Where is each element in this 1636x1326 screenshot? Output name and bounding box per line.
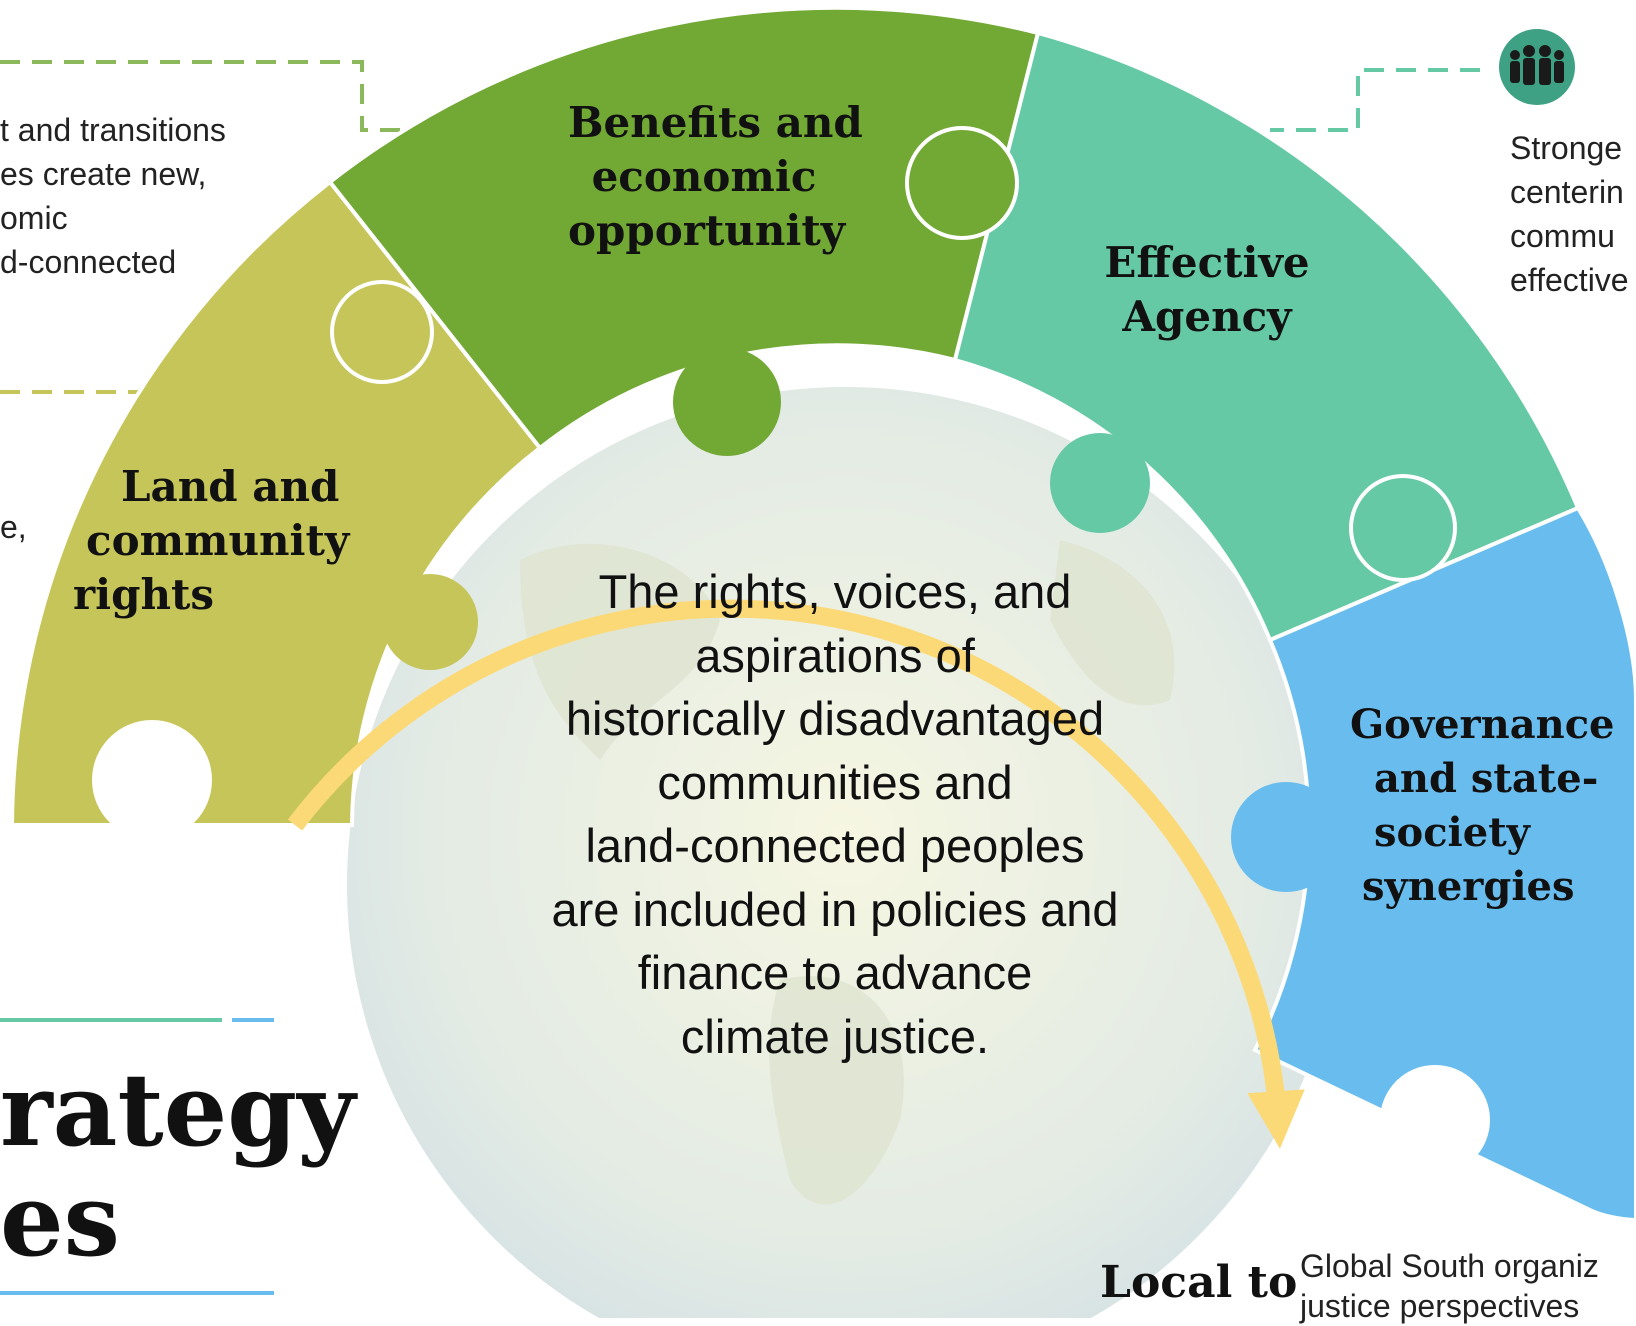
- segment-label-line: Agency: [1122, 292, 1292, 341]
- local-to-heading: Local to: [1100, 1257, 1298, 1308]
- bottom-right-description: Global South organiz justice perspective…: [1300, 1246, 1599, 1326]
- globe-continent: [1050, 540, 1175, 706]
- left-fragment: e,: [0, 509, 27, 545]
- strategy-title: rategy es: [0, 1055, 355, 1275]
- left-description: t and transitions es create new, omic d-…: [0, 108, 226, 284]
- segment-label-line: Benefits and: [568, 98, 863, 147]
- segment-label-line: synergies: [1362, 863, 1575, 910]
- center-statement-line: aspirations of: [695, 628, 975, 682]
- strategy-title-line: rategy: [0, 1051, 356, 1169]
- segment-label-line: opportunity: [568, 206, 846, 255]
- segment-label-line: Land and: [121, 462, 340, 511]
- puzzle-hole: [905, 126, 1019, 240]
- puzzle-hole: [330, 280, 434, 384]
- right-description-line: Stronge: [1510, 130, 1623, 166]
- puzzle-knob: [673, 348, 781, 456]
- segment-label-agency: Effective Agency: [1100, 236, 1314, 344]
- right-description: Stronge centerin commu effective: [1510, 126, 1629, 302]
- bottom-right-line: justice perspectives: [1300, 1288, 1580, 1324]
- right-description-line: commu: [1510, 218, 1615, 254]
- left-description-line: es create new,: [0, 156, 207, 192]
- puzzle-hole: [92, 720, 212, 840]
- puzzle-hole: [1380, 1065, 1490, 1175]
- center-statement-line: finance to advance: [637, 946, 1033, 999]
- right-description-line: effective: [1510, 262, 1629, 298]
- left-description-line: d-connected: [0, 244, 177, 280]
- segment-benefits: [327, 5, 1041, 451]
- left-description-line: omic: [0, 200, 68, 236]
- left-description-line: t and transitions: [0, 112, 226, 148]
- people-group-icon: [1499, 29, 1575, 105]
- puzzle-knob: [1050, 433, 1150, 533]
- puzzle-knob: [1231, 782, 1341, 892]
- segment-label-line: society: [1374, 809, 1530, 856]
- center-statement-line: climate justice.: [680, 1009, 990, 1063]
- puzzle-hole: [1349, 474, 1457, 582]
- globe-continent: [769, 976, 904, 1205]
- center-statement-line: communities and: [657, 755, 1013, 809]
- center-statement-line: historically disadvantaged: [565, 692, 1105, 745]
- segment-label-line: rights: [73, 570, 215, 619]
- puzzle-knob: [382, 574, 478, 670]
- center-statement-line: The rights, voices, and: [598, 565, 1072, 618]
- center-statement: The rights, voices, and aspirations of h…: [500, 560, 1170, 1068]
- strategy-title-line: es: [0, 1161, 120, 1279]
- segment-label-line: and state-: [1374, 755, 1599, 802]
- segment-label-governance: Governance and state- society synergies: [1350, 698, 1615, 914]
- segment-label-benefits: Benefits and economic opportunity: [568, 96, 863, 258]
- bottom-right-line: Global South organiz: [1300, 1248, 1599, 1284]
- globe-continent: [520, 543, 720, 760]
- segment-label-line: Governance: [1350, 701, 1615, 748]
- segment-label-line: Effective: [1104, 238, 1310, 287]
- center-statement-line: are included in policies and: [551, 882, 1119, 936]
- yellow-arc-arrow: [287, 599, 1305, 1149]
- segment-label-line: community: [86, 516, 350, 565]
- dashed-connector-top-left: [0, 60, 400, 132]
- center-statement-line: land-connected peoples: [585, 819, 1085, 872]
- right-description-line: centerin: [1510, 174, 1624, 210]
- segment-governance: [1252, 505, 1636, 1223]
- dashed-connector-top-right: [1270, 68, 1480, 132]
- segment-label-line: economic: [591, 152, 817, 201]
- segment-label-land: Land and community rights: [73, 460, 349, 622]
